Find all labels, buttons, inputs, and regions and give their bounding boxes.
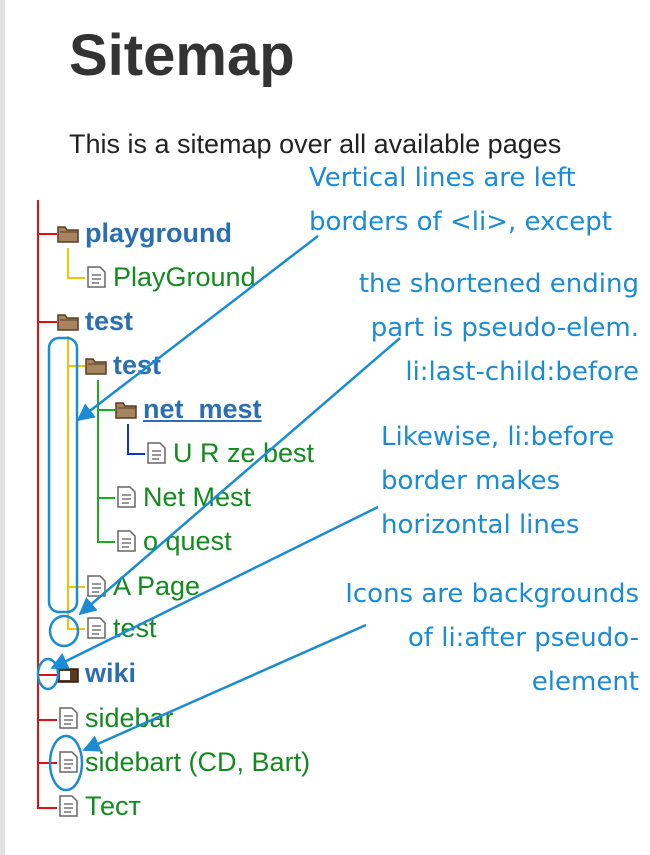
intro-text: This is a sitemap over all available pag… — [69, 129, 562, 159]
tree-item-label: Тест — [85, 791, 141, 821]
tree-item-o-quest[interactable]: o quest — [115, 521, 232, 561]
folder-icon — [57, 310, 79, 332]
highlight-last-child — [48, 614, 80, 648]
annotation-icon-line3: element — [531, 667, 639, 697]
test-sub-h-oquest — [97, 541, 115, 543]
tree-item-test-cyr[interactable]: Тест — [57, 786, 141, 826]
annotation-hline-line1: Likewise, li:before — [381, 422, 615, 452]
annotation-lastchild-line1: the shortened ending — [358, 269, 639, 299]
tree-item-label: test — [85, 306, 134, 336]
tree-item-label: Net Mest — [143, 482, 252, 512]
tree-item-playground-page[interactable]: PlayGround — [85, 257, 256, 297]
annotation-borders-line1: Vertical lines are left — [309, 163, 576, 193]
highlight-hline — [36, 657, 60, 691]
annotation-icon-line1: Icons are backgrounds — [345, 579, 639, 609]
page-title: Sitemap — [69, 23, 295, 88]
test-h-test-page — [67, 628, 85, 630]
page-icon — [145, 442, 167, 464]
tree-item-label: U R ze best — [173, 438, 315, 468]
page-icon — [115, 486, 137, 508]
arrow-hline — [50, 505, 379, 670]
netmest-h-urzebest — [127, 453, 145, 455]
test-sub-h-netmest — [97, 409, 115, 411]
folder-icon — [85, 354, 107, 376]
test-vertical-line — [67, 336, 69, 614]
test-sub-vertical-line — [97, 380, 99, 542]
folder-icon — [115, 398, 137, 420]
tree-item-label: wiki — [85, 658, 137, 688]
highlight-icon — [48, 734, 84, 792]
tree-item-label: o quest — [143, 526, 232, 556]
test-last-child-line — [67, 614, 69, 628]
tree-item-label: playground — [85, 218, 232, 248]
left-gutter-rule — [0, 0, 5, 855]
annotation-hline-line3: horizontal lines — [381, 510, 580, 540]
root-vertical-line — [37, 200, 39, 808]
playground-vertical-line — [67, 248, 69, 278]
root-h-wiki — [37, 674, 57, 676]
tree-item-label: PlayGround — [113, 262, 256, 292]
tree-item-playground[interactable]: playground — [57, 213, 232, 253]
page-icon — [85, 617, 107, 639]
tree-item-label: A Page — [113, 571, 201, 601]
page-icon — [85, 575, 107, 597]
tree-item-label: sidebart (CD, Bart) — [85, 747, 311, 777]
playground-h-page — [67, 277, 85, 279]
page-icon — [115, 530, 137, 552]
page-icon — [85, 266, 107, 288]
arrow-borders — [76, 235, 319, 422]
tree-item-net-mest[interactable]: net_mest — [115, 389, 262, 429]
page-icon — [57, 707, 79, 729]
annotation-borders-line2: borders of <li>, except — [309, 207, 612, 237]
tree-item-test[interactable]: test — [57, 301, 133, 341]
root-h-test — [37, 321, 57, 323]
test-sub-h-netmest-page — [97, 497, 115, 499]
root-h-sidebar — [37, 719, 57, 721]
page-icon — [57, 751, 79, 773]
tree-item-net-mest-page[interactable]: Net Mest — [115, 477, 251, 517]
tree-item-a-page[interactable]: A Page — [85, 566, 200, 606]
tree-item-test-sub[interactable]: test — [85, 345, 161, 385]
tree-item-label: net_mest — [143, 394, 262, 424]
arrow-icon — [82, 623, 367, 752]
page-icon — [57, 795, 79, 817]
highlight-border-box — [47, 336, 79, 614]
tree-item-ur-ze-best[interactable]: U R ze best — [145, 433, 314, 473]
annotation-hline-line2: border makes — [381, 466, 561, 496]
tree-item-sidebart[interactable]: sidebart (CD, Bart) — [57, 742, 310, 782]
folder-icon — [57, 222, 79, 244]
arrow-last-child — [78, 337, 401, 616]
annotation-lastchild-line2: part is pseudo-elem. — [370, 313, 639, 343]
root-h-sidebart — [37, 762, 57, 764]
annotation-icon-line2: of li:after pseudo- — [407, 623, 639, 653]
tree-item-test-page[interactable]: test — [85, 608, 157, 648]
tree-item-wiki[interactable]: wiki — [57, 653, 136, 693]
root-h-test-cyr — [37, 807, 57, 809]
root-h-playground — [37, 233, 57, 235]
netmest-vertical-line — [127, 424, 129, 454]
annotation-lastchild-line3: li:last-child:before — [405, 357, 639, 387]
